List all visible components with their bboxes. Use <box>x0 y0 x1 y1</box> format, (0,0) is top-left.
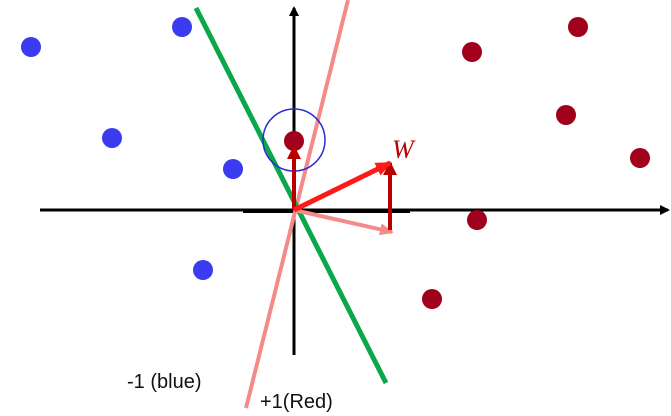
negative-point <box>172 17 192 37</box>
negative-point <box>193 260 213 280</box>
weight-vector-label: W <box>392 135 416 164</box>
negative-class-label: -1 (blue) <box>127 371 202 393</box>
positive-class-label: +1(Red) <box>260 391 333 413</box>
positive-point <box>422 289 442 309</box>
positive-point <box>556 105 576 125</box>
positive-point <box>467 210 487 230</box>
data-points <box>21 17 650 309</box>
negative-point <box>21 37 41 57</box>
positive-point <box>568 17 588 37</box>
negative-point <box>102 128 122 148</box>
weight-vector-arrow <box>292 160 392 213</box>
negative-point <box>223 159 243 179</box>
old-weight-vector-arrow <box>293 208 394 236</box>
positive-point <box>462 42 482 62</box>
new-decision-boundary <box>193 6 389 385</box>
positive-point <box>630 148 650 168</box>
